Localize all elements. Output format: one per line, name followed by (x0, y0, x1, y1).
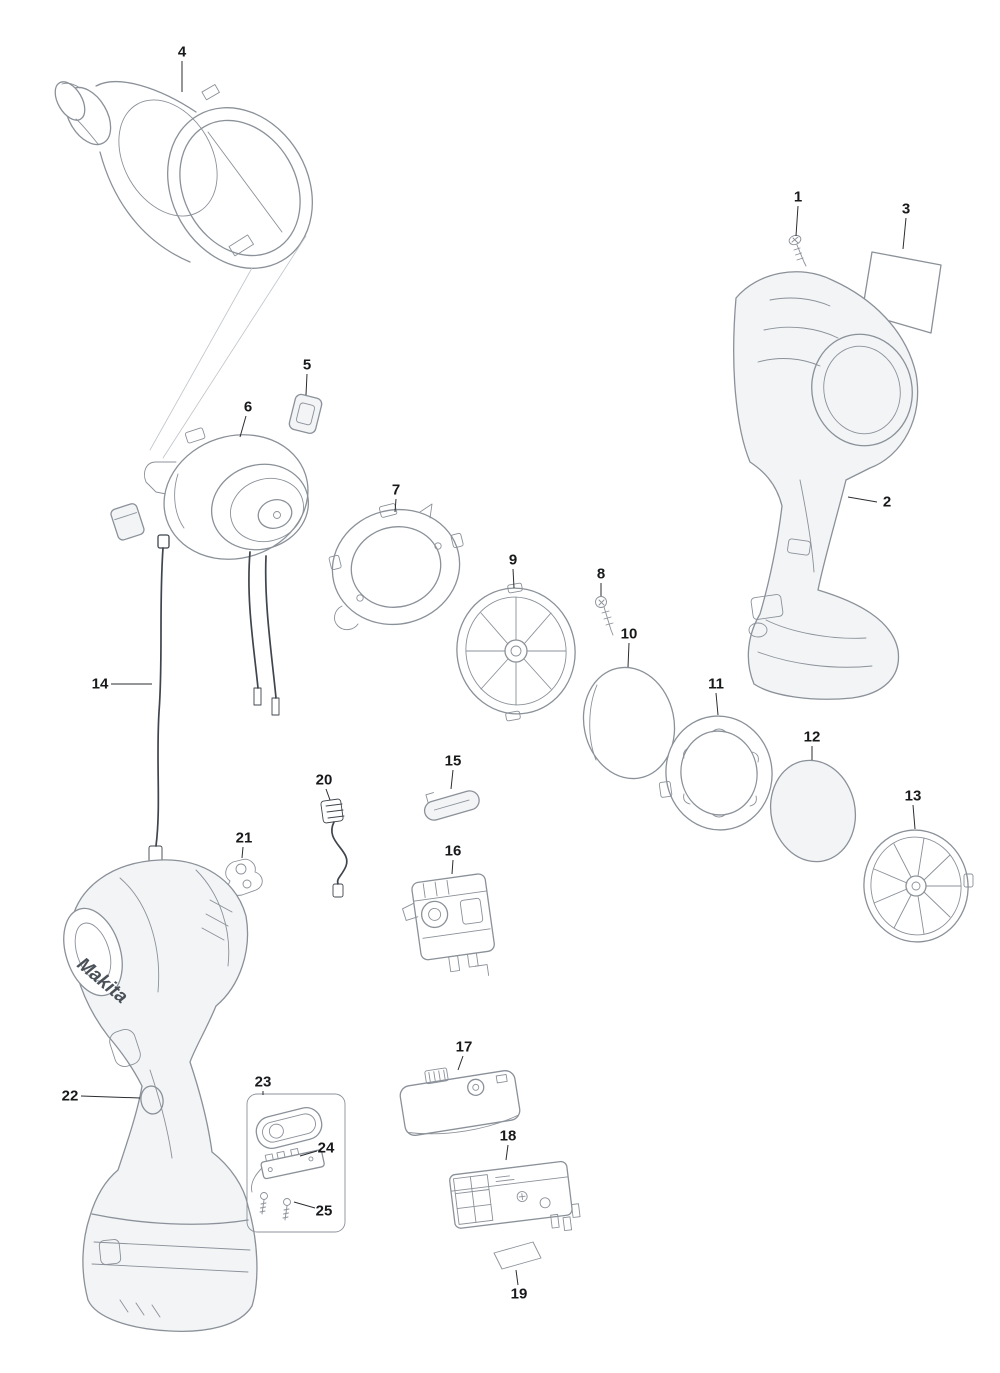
part-label-2: 2 (882, 493, 892, 511)
part-leader-18 (505, 1144, 509, 1161)
part-label-11: 11 (708, 675, 724, 693)
part-25-drawing (259, 1192, 291, 1221)
part-label-7: 7 (391, 481, 401, 499)
part-label-23: 23 (254, 1073, 272, 1091)
part-leader-5 (305, 373, 308, 396)
part-leader-1 (795, 205, 799, 237)
part-label-10: 10 (620, 625, 638, 643)
part-leader-13 (912, 804, 916, 830)
part-21-drawing (225, 858, 263, 896)
part-23-box-drawing (246, 1093, 346, 1233)
part-label-16: 16 (444, 842, 462, 860)
part-label-15: 15 (444, 752, 462, 770)
part-leader-2 (847, 496, 878, 503)
part-leader-6 (239, 415, 247, 438)
part-9-drawing (456, 582, 576, 722)
leader-lines (80, 61, 916, 1286)
part-leader-16 (451, 859, 454, 875)
part-label-19: 19 (510, 1285, 528, 1303)
part-label-17: 17 (455, 1038, 473, 1056)
part-label-21: 21 (235, 829, 253, 847)
part-17-drawing (399, 1067, 521, 1136)
part-label-13: 13 (904, 787, 922, 805)
part-label-14: 14 (91, 675, 109, 693)
part-label-18: 18 (499, 1127, 517, 1145)
small-block-drawing (110, 503, 145, 541)
part-label-5: 5 (302, 356, 312, 374)
part-16-drawing (402, 873, 495, 976)
part-leader-7 (394, 498, 397, 513)
part-12-drawing (769, 759, 857, 863)
part-leader-22 (80, 1095, 141, 1099)
part-7-drawing (328, 503, 464, 631)
part-leader-19 (515, 1269, 519, 1286)
part-8-drawing (595, 596, 614, 636)
part-4-drawing (54, 81, 313, 459)
part-label-4: 4 (177, 43, 187, 61)
part-11-drawing (658, 715, 773, 831)
part-label-20: 20 (315, 771, 333, 789)
part-leader-24 (299, 1150, 318, 1157)
part-10-drawing (582, 666, 676, 780)
part-5-drawing (288, 393, 323, 434)
part-leader-25 (293, 1201, 316, 1209)
part-1-drawing (788, 234, 807, 267)
part-22-drawing: Makita (63, 859, 258, 1332)
part-6-drawing (144, 427, 310, 716)
part-leader-9 (512, 568, 515, 589)
diagram-drawing: Makita (54, 81, 974, 1332)
part-label-8: 8 (596, 565, 606, 583)
part-label-3: 3 (901, 200, 911, 218)
part-label-12: 12 (803, 728, 821, 746)
part-label-22: 22 (61, 1087, 79, 1105)
part-label-1: 1 (793, 188, 803, 206)
part-label-24: 24 (317, 1139, 335, 1157)
part-leader-11 (715, 692, 719, 716)
part-18-drawing (449, 1160, 581, 1232)
part-leader-17 (457, 1055, 464, 1071)
part-20-drawing (320, 798, 348, 898)
part-label-9: 9 (508, 551, 518, 569)
part-13-drawing (863, 829, 974, 943)
part-15-drawing (423, 790, 480, 821)
part-label-6: 6 (243, 398, 253, 416)
part-leader-3 (902, 217, 907, 250)
part-leader-15 (450, 769, 454, 790)
part-label-25: 25 (315, 1202, 333, 1220)
part-19-drawing (493, 1241, 542, 1270)
part-leader-10 (627, 642, 630, 668)
part-2-drawing (733, 271, 919, 700)
part-24-drawing (251, 1107, 325, 1193)
part-leader-21 (241, 846, 244, 859)
part-leader-20 (325, 788, 331, 801)
